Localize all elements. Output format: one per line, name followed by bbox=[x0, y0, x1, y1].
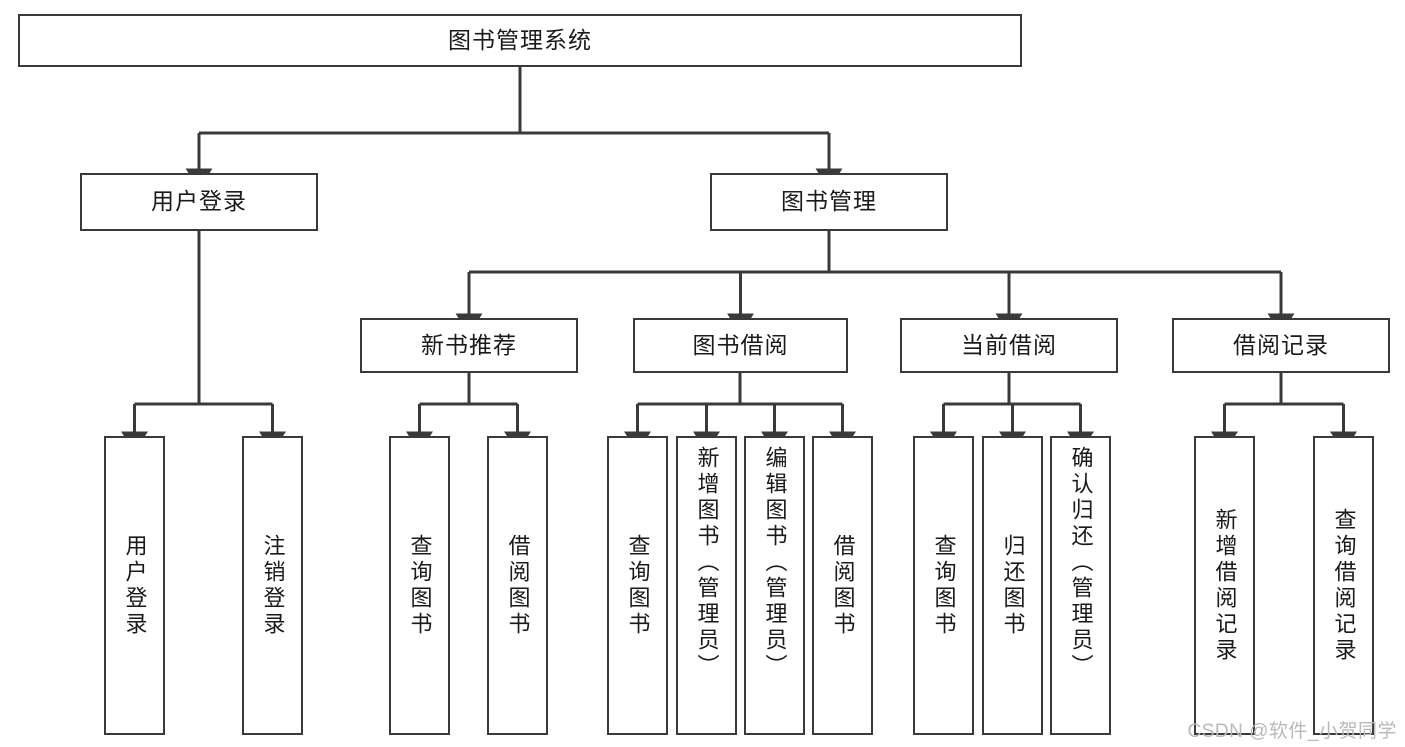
node-book-management[interactable]: 图书管理 bbox=[710, 173, 948, 231]
node-label: 图书管理系统 bbox=[448, 26, 592, 53]
node-leaf-query-borrow-record[interactable]: 查询借阅记录 bbox=[1313, 436, 1374, 735]
node-leaf-borrow-book-rec[interactable]: 借阅图书 bbox=[487, 436, 548, 735]
node-leaf-return-book[interactable]: 归还图书 bbox=[982, 436, 1043, 735]
node-label: 用户登录 bbox=[122, 533, 148, 638]
node-label: 新增借阅记录 bbox=[1212, 507, 1238, 664]
node-label: 查询图书 bbox=[931, 533, 957, 638]
node-leaf-query-book-cur[interactable]: 查询图书 bbox=[913, 436, 974, 735]
node-label: 借阅记录 bbox=[1233, 331, 1329, 358]
node-leaf-borrow-book[interactable]: 借阅图书 bbox=[812, 436, 873, 735]
node-user-login[interactable]: 用户登录 bbox=[80, 173, 318, 231]
node-label: 用户登录 bbox=[151, 188, 247, 215]
node-label: 查询借阅记录 bbox=[1331, 507, 1357, 664]
node-label: 新增图书（管理员） bbox=[694, 446, 720, 680]
node-leaf-logout[interactable]: 注销登录 bbox=[242, 436, 303, 735]
node-label: 新书推荐 bbox=[421, 331, 517, 358]
node-label: 当前借阅 bbox=[961, 331, 1057, 358]
node-label: 查询图书 bbox=[625, 533, 651, 638]
node-leaf-user-login[interactable]: 用户登录 bbox=[104, 436, 165, 735]
node-label: 借阅图书 bbox=[830, 533, 856, 638]
node-current-borrow[interactable]: 当前借阅 bbox=[900, 318, 1118, 373]
node-label: 借阅图书 bbox=[505, 533, 531, 638]
node-leaf-query-book-borrow[interactable]: 查询图书 bbox=[607, 436, 668, 735]
node-label: 归还图书 bbox=[1000, 533, 1026, 638]
node-label: 确认归还（管理员） bbox=[1068, 446, 1094, 680]
node-leaf-add-borrow-record[interactable]: 新增借阅记录 bbox=[1194, 436, 1255, 735]
node-label: 编辑图书（管理员） bbox=[762, 446, 788, 680]
node-label: 图书借阅 bbox=[692, 331, 789, 358]
node-new-book-recommend[interactable]: 新书推荐 bbox=[360, 318, 578, 373]
node-label: 查询图书 bbox=[407, 533, 433, 638]
node-book-borrow[interactable]: 图书借阅 bbox=[633, 318, 848, 373]
node-leaf-confirm-return-admin[interactable]: 确认归还（管理员） bbox=[1050, 436, 1111, 735]
node-label: 图书管理 bbox=[781, 188, 877, 215]
node-leaf-query-book-rec[interactable]: 查询图书 bbox=[389, 436, 450, 735]
node-label: 注销登录 bbox=[260, 533, 286, 638]
node-leaf-edit-book-admin[interactable]: 编辑图书（管理员） bbox=[744, 436, 805, 735]
node-borrow-record[interactable]: 借阅记录 bbox=[1172, 318, 1390, 373]
node-leaf-add-book-admin[interactable]: 新增图书（管理员） bbox=[676, 436, 737, 735]
node-root-book-management-system[interactable]: 图书管理系统 bbox=[18, 14, 1022, 67]
